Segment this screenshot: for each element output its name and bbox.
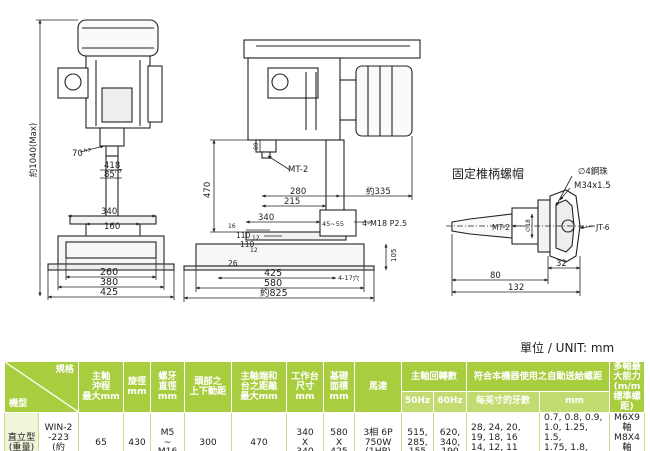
cell-swing: 430: [123, 411, 151, 451]
tap-ball-label: ∅4鋼珠: [578, 166, 608, 177]
front-dim-85: 85: [104, 170, 115, 180]
tap-dia-label: ∅18: [525, 219, 532, 232]
header-capacity: 多軸最大能力 (m/m標準螺距): [609, 361, 645, 413]
header-table-size: 工作台 尺寸 mm: [286, 361, 324, 413]
cell-stroke: 65: [78, 411, 124, 451]
side-dim-580: 580: [264, 278, 282, 289]
technical-drawings: 約1040(Max) 70 h7 418 85 h7 340 160 260 3…: [28, 19, 611, 302]
side-dim-110a: 110: [236, 231, 251, 240]
side-dim-215: 215: [284, 197, 300, 207]
tap-jt6-label: JT-6: [595, 223, 610, 232]
front-height-label: 約1040(Max): [28, 123, 39, 177]
tap-dim-80: 80: [490, 271, 501, 281]
header-motor: 馬達: [354, 361, 402, 413]
tap-dim-32: 32: [556, 259, 567, 269]
header-stroke: 主軸 沖程 最大mm: [78, 361, 124, 413]
side-bolt-label: 4-M18 P2.5: [362, 219, 407, 228]
cell-base-size: 580 X 425: [323, 411, 355, 451]
front-dim-340: 340: [101, 207, 117, 217]
cell-tpi: 28, 24, 20, 19, 18, 16 14, 12, 11 10: [466, 411, 540, 451]
cell-50hz: 515, 285, 155: [401, 411, 434, 451]
side-mt2-label: MT-2: [288, 165, 308, 175]
header-spindle-speed: 主軸回轉數: [401, 360, 467, 393]
side-dim-45-55: 45~55: [322, 220, 344, 228]
side-dim-105: 105: [390, 249, 398, 262]
header-feed: 符合本機器使用之自動送給螺距: [466, 360, 610, 393]
side-dim-26: 26: [228, 259, 238, 268]
cell-type: 直立型 (重量): [4, 411, 39, 451]
tap-mt2-label: MT-2: [492, 223, 510, 232]
front-dim-418: 418: [104, 161, 120, 171]
side-dim-16: 16: [228, 223, 236, 230]
side-view-drawing: [183, 39, 421, 271]
front-dim-160: 160: [104, 222, 120, 232]
side-dim-340: 340: [258, 213, 274, 223]
header-feed-mm: mm: [539, 391, 610, 413]
front-dim-425: 425: [100, 287, 118, 298]
header-base-size: 基礎 面積 mm: [323, 361, 355, 413]
cell-model: WIN-2 -223 (約250kg): [38, 411, 79, 451]
front-dim-380: 380: [100, 277, 118, 288]
front-dim-70: 70: [72, 149, 83, 159]
side-dim-110b: 110: [240, 240, 255, 249]
side-dim-470: 470: [203, 182, 213, 198]
side-dim-825: 約825: [260, 287, 288, 299]
spec-table: 規格 機型 主軸 沖程 最大mm 旋徑 mm 螺牙 直徑 mm 頭部之 上下動距…: [4, 360, 645, 451]
cell-spindle-table: 470: [231, 411, 287, 451]
corner-spec-label: 規格: [55, 364, 74, 375]
corner-model-label: 機型: [9, 397, 28, 409]
header-head-move: 頭部之 上下動距: [184, 361, 232, 413]
header-swing: 旋徑 mm: [123, 361, 151, 413]
header-tap-dia: 螺牙 直徑 mm: [150, 361, 185, 413]
side-dim-280: 280: [290, 187, 306, 197]
front-dim-85-fit: h7: [115, 169, 122, 175]
side-dim-12b: 12: [250, 247, 258, 254]
front-view-drawing: [47, 19, 175, 271]
header-50hz: 50Hz: [401, 391, 434, 413]
side-dim-12a: 12: [252, 235, 260, 242]
front-dim-70-fit: h7: [84, 148, 91, 154]
tap-holder-title: 固定椎柄螺帽: [452, 166, 524, 181]
cell-60hz: 620, 340, 190: [433, 411, 467, 451]
front-dim-260: 260: [100, 267, 118, 278]
tap-thread-label: M34x1.5: [574, 181, 611, 191]
tap-dim-132: 132: [508, 283, 524, 293]
cell-motor: 3相 6P 750W (1HP): [354, 411, 402, 451]
cell-head-move: 300: [184, 411, 232, 451]
unit-label: 單位 / UNIT: mm: [520, 341, 615, 355]
cell-tap-dia: M5 ~ M16: [150, 411, 185, 451]
side-dim-89: 89: [253, 142, 260, 150]
side-slot-label: 4-17穴: [338, 273, 360, 282]
side-dim-335: 約335: [366, 186, 391, 197]
cell-capacity: M6X9軸 M8X4軸 M12X2軸: [609, 411, 645, 451]
table-row: 直立型 (重量) WIN-2 -223 (約250kg) 65 430 M5 ~…: [4, 411, 645, 451]
side-dim-425: 425: [264, 268, 282, 279]
header-tpi: 每英寸的牙數: [466, 391, 540, 413]
cell-mm-pitch: 0.7, 0.8, 0.9, 1.0, 1.25, 1.5, 1.75, 1.8…: [539, 411, 610, 451]
table-corner-cell: 規格 機型: [4, 361, 79, 413]
header-spindle-table: 主軸端和 台之距離 最大mm: [231, 361, 287, 413]
cell-table-size: 340 X 340: [286, 411, 324, 451]
header-60hz: 60Hz: [433, 391, 467, 413]
